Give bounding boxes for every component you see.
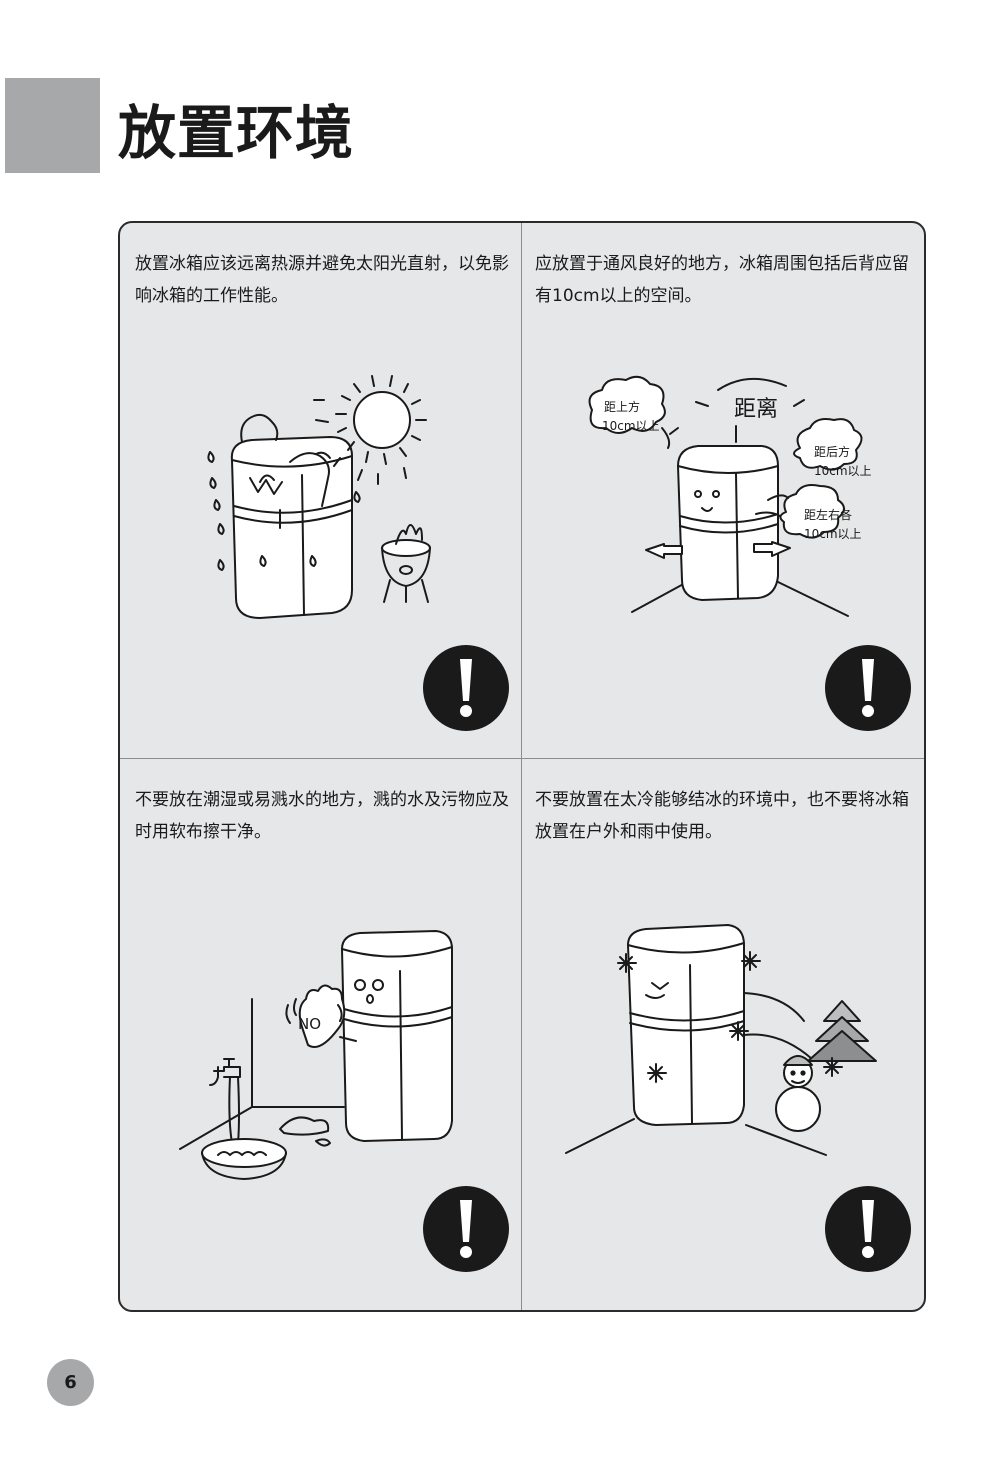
title-accent-block (5, 78, 100, 173)
label-sides-line1: 距左右各 (804, 507, 852, 522)
label-top-line2: 10cm以上 (602, 419, 660, 433)
warning-icon (423, 1186, 509, 1272)
label-sides-line2: 10cm以上 (804, 527, 862, 541)
warning-icon (825, 1186, 911, 1272)
fridge-water-illustration: NO (179, 930, 453, 1180)
cell-ventilation: 应放置于通风良好的地方，冰箱周围包括后背应留有10cm以上的空间。 (522, 223, 923, 758)
label-back-line1: 距后方 (814, 444, 850, 459)
label-top-line1: 距上方 (604, 399, 640, 414)
label-distance: 距离 (734, 397, 778, 422)
panel-divider-vertical (521, 223, 522, 1310)
cell-description: 不要放置在太冷能够结冰的环境中，也不要将冰箱放置在户外和雨中使用。 (535, 790, 909, 842)
label-no: NO (298, 1015, 321, 1033)
page-title: 放置环境 (118, 99, 355, 167)
cell-description: 放置冰箱应该远离热源并避免太阳光直射，以免影响冰箱的工作性能。 (135, 254, 509, 306)
panel-divider-horizontal (120, 758, 924, 759)
fridge-clearance-illustration: 距上方 10cm以上 距离 距后方 10cm以上 距左右各 10cm以上 (588, 375, 872, 617)
cell-cold: 不要放置在太冷能够结冰的环境中，也不要将冰箱放置在户外和雨中使用。 (522, 759, 923, 1308)
cell-description: 应放置于通风良好的地方，冰箱周围包括后背应留有10cm以上的空间。 (535, 254, 909, 306)
cell-description: 不要放在潮湿或易溅水的地方，溅的水及污物应及时用软布擦干净。 (135, 790, 509, 842)
fridge-cold-illustration (565, 924, 877, 1156)
page-number: 6 (47, 1359, 94, 1406)
warning-icon (423, 645, 509, 731)
content-panel: 放置冰箱应该远离热源并避免太阳光直射，以免影响冰箱的工作性能。 (118, 221, 926, 1312)
fridge-heat-illustration (207, 375, 431, 619)
warning-icon (825, 645, 911, 731)
label-back-line2: 10cm以上 (814, 464, 872, 478)
cell-moisture: 不要放在潮湿或易溅水的地方，溅的水及污物应及时用软布擦干净。 (120, 759, 521, 1308)
cell-heat-source: 放置冰箱应该远离热源并避免太阳光直射，以免影响冰箱的工作性能。 (120, 223, 521, 758)
